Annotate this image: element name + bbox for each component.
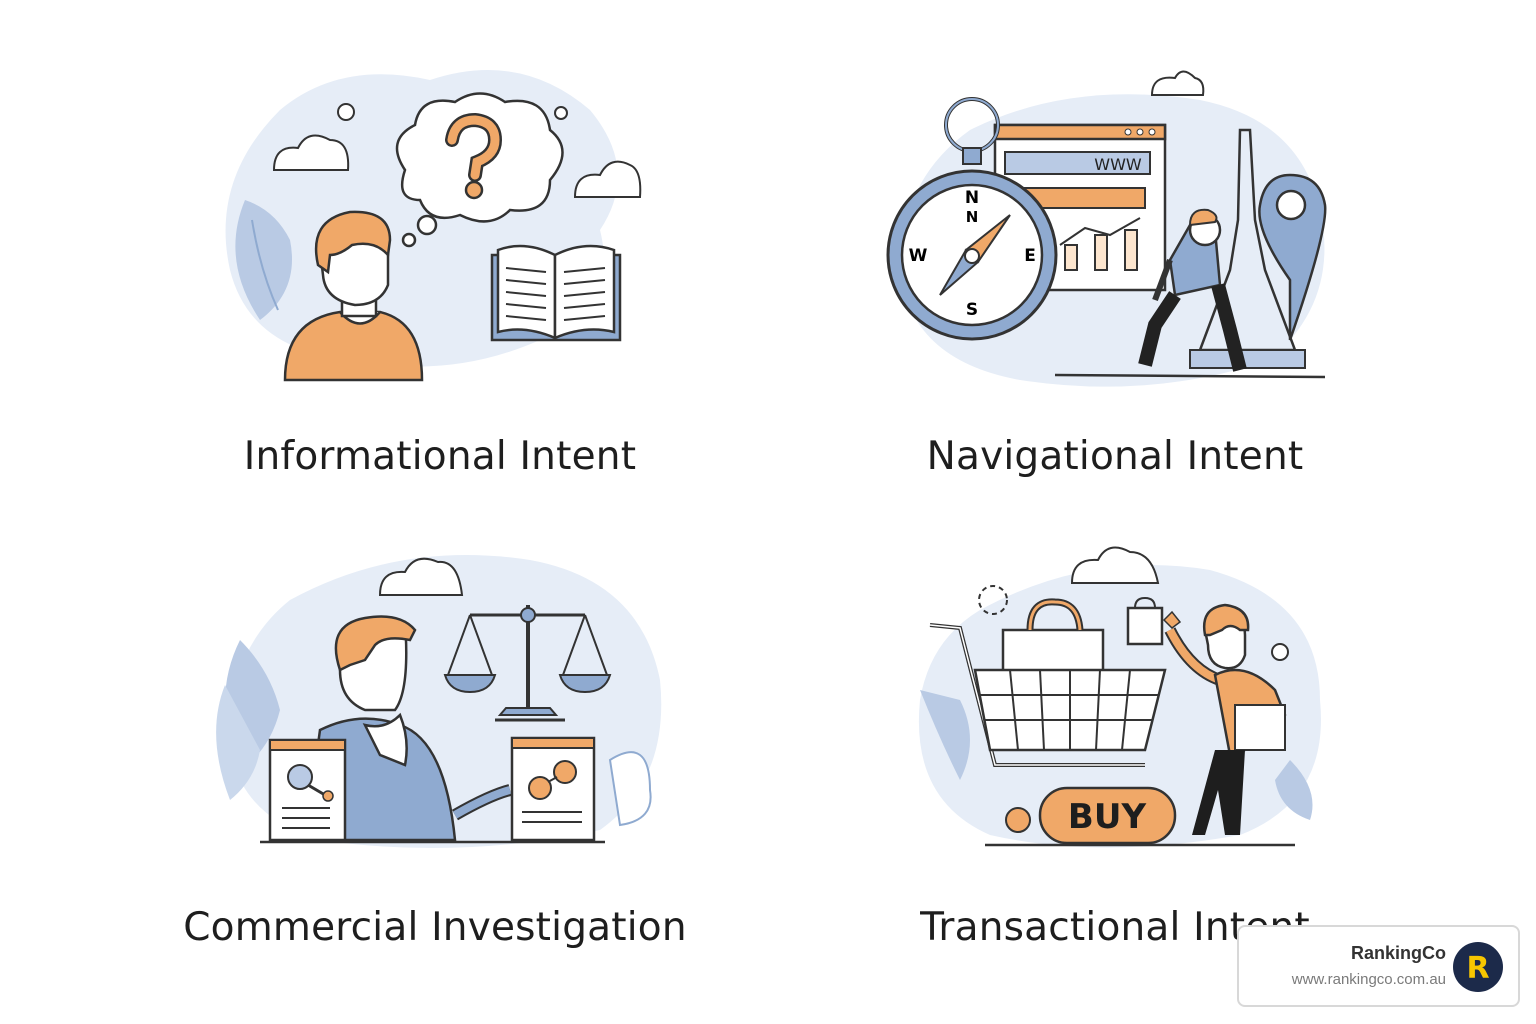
caption-informational: Informational Intent [243,434,637,479]
caption-navigational: Navigational Intent [926,434,1304,479]
compass-w-label: W [909,246,928,266]
brand-name: RankingCo [1350,943,1446,963]
compass-n-label: N [965,188,979,208]
thinking-person-book-icon [225,70,642,382]
svg-text:N: N [966,208,979,226]
brand-card[interactable]: RankingCo www.rankingco.com.au R [1237,925,1520,1007]
caption-commercial: Commercial Investigation [183,905,687,950]
compass-browser-location-icon: WWW N N E S W [886,70,1327,387]
compass-e-label: E [1024,246,1036,266]
browser-url-text: WWW [1094,155,1142,174]
compass-s-label: S [966,300,978,320]
brand-url[interactable]: www.rankingco.com.au [1291,971,1446,988]
buy-label: BUY [1068,797,1147,837]
rankingco-logo-icon: R [1453,942,1503,992]
shopping-cart-buy-icon: BUY [918,546,1321,848]
compare-scales-icon [216,555,662,848]
logo-letter: R [1466,951,1489,986]
